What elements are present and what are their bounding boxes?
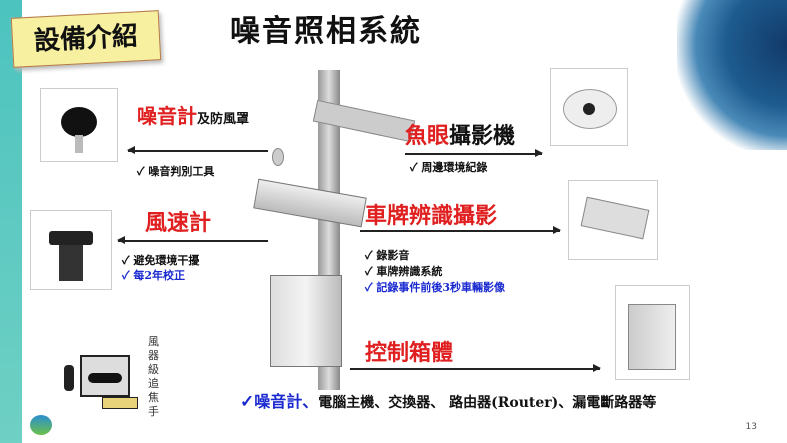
- noise-meter-bullet: ✓ 噪音判別工具: [137, 165, 215, 178]
- anemometer-bullet: ✓ 避免環境干擾: [122, 254, 200, 267]
- control-box-illustration: [270, 275, 342, 367]
- arrow-left-anemometer: [117, 237, 268, 243]
- fisheye-camera-photo: [550, 68, 628, 146]
- decorative-strip: [0, 0, 22, 443]
- equipment-list-blue: 噪音計、: [254, 392, 319, 411]
- plate-bullet-1: ✓ 錄影音: [365, 249, 410, 262]
- anemometer-title: 風速計: [145, 210, 212, 236]
- page-number: 13: [745, 422, 757, 432]
- arrow-right-fisheye: [405, 150, 543, 156]
- control-box-title: 控制箱體: [365, 340, 454, 366]
- fisheye-heading: 魚眼攝影機: [405, 118, 515, 150]
- globe-network-image: [677, 0, 787, 150]
- equipment-list: ✓噪音計、電腦主機、交換器、 路由器(Router)、漏電斷路器等: [240, 388, 656, 412]
- noise-meter-title-suffix: 及防風罩: [197, 112, 250, 127]
- camera-housing-illustration: [253, 178, 367, 228]
- noise-meter-photo: [40, 88, 118, 162]
- control-box-photo: [615, 285, 690, 380]
- plate-camera-photo: [568, 180, 658, 260]
- mascot-illustration: [62, 345, 147, 420]
- plate-camera-title: 車牌辨識攝影: [365, 203, 498, 229]
- fisheye-title-red: 魚眼: [405, 123, 450, 149]
- noise-meter-title: 噪音計: [137, 104, 197, 128]
- arrow-right-plate: [360, 227, 561, 233]
- equipment-list-rest: 電腦主機、交換器、 路由器(Router)、漏電斷路器等: [318, 395, 657, 411]
- check-icon: ✓: [240, 392, 255, 412]
- noise-meter-illustration: [272, 148, 284, 166]
- noise-meter-heading: 噪音計及防風罩: [137, 100, 249, 129]
- anemometer-blue-bullet: ✓ 每2年校正: [122, 269, 185, 282]
- arrow-left-noise: [127, 147, 268, 153]
- mascot-caption: 風器級追焦手: [148, 335, 159, 418]
- section-tag: 設備介紹: [10, 10, 162, 68]
- slide-title: 噪音照相系統: [230, 14, 422, 49]
- fisheye-title-black: 攝影機: [449, 123, 516, 149]
- anemometer-photo: [30, 210, 112, 290]
- fisheye-bullet: ✓ 周邊環境紀錄: [410, 161, 488, 174]
- agency-logo-icon: [30, 415, 52, 435]
- plate-bullet-2: ✓ 車牌辨識系統: [365, 265, 443, 278]
- arrow-right-control: [350, 365, 601, 371]
- plate-blue-bullet: ✓ 記錄事件前後3秒車輛影像: [365, 281, 505, 294]
